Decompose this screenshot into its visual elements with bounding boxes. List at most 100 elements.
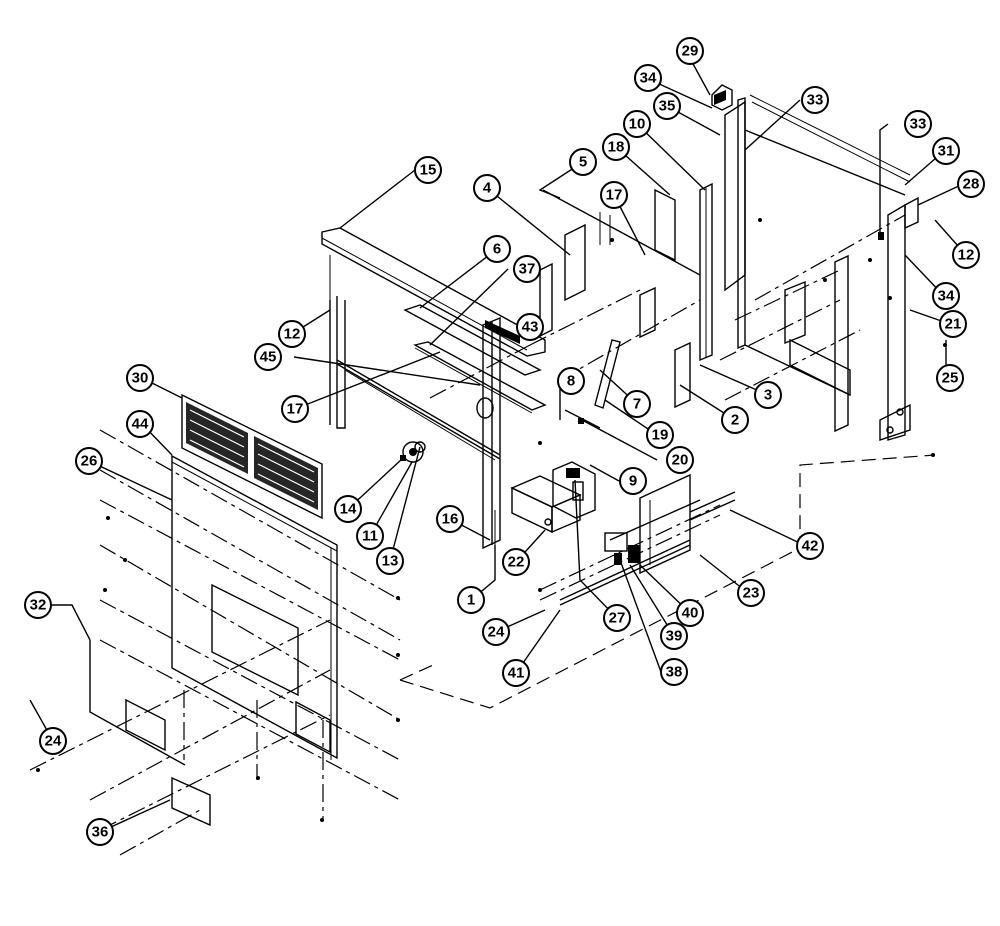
- callout-label: 35: [659, 98, 676, 115]
- callout-label: 22: [508, 554, 525, 571]
- callout-label: 34: [938, 288, 955, 305]
- callout-label: 24: [488, 624, 505, 641]
- callout-41: 41: [502, 659, 530, 687]
- callout-4: 4: [473, 174, 501, 202]
- cabinet-back-and-side: [724, 94, 911, 441]
- callout-13: 13: [376, 547, 404, 575]
- callout-1: 1: [457, 586, 485, 614]
- callout-label: 27: [609, 610, 626, 627]
- callout-label: 7: [633, 396, 641, 413]
- callout-label: 21: [945, 316, 962, 333]
- callout-label: 36: [92, 824, 109, 841]
- fastener-dots: [36, 218, 947, 822]
- callout-43: 43: [516, 313, 544, 341]
- callout-34-right: 34: [932, 282, 960, 310]
- top-brackets: [711, 84, 919, 240]
- callout-30: 30: [126, 364, 154, 392]
- callout-label: 10: [629, 116, 646, 133]
- callout-8: 8: [557, 367, 585, 395]
- callout-label: 11: [362, 528, 378, 545]
- callout-26: 26: [75, 447, 103, 475]
- callout-label: 4: [483, 180, 492, 197]
- callout-label: 26: [81, 453, 98, 470]
- callout-label: 32: [30, 597, 47, 614]
- callout-label: 16: [442, 511, 459, 528]
- callout-28: 28: [957, 170, 985, 198]
- callout-17-left: 17: [281, 395, 309, 423]
- callout-label: 40: [682, 605, 699, 622]
- callout-24-left: 24: [39, 727, 67, 755]
- callout-42: 42: [796, 532, 824, 560]
- callout-22: 22: [502, 548, 530, 576]
- callout-label: 3: [764, 387, 772, 404]
- callout-label: 42: [802, 538, 819, 555]
- callout-label: 12: [958, 247, 975, 264]
- callout-25: 25: [936, 364, 964, 392]
- callout-label: 37: [519, 261, 536, 278]
- callout-5: 5: [569, 148, 597, 176]
- relay-block: [552, 461, 596, 519]
- lower-kick-panel: [89, 640, 331, 827]
- callout-33-top: 33: [801, 86, 829, 114]
- callout-label: 39: [666, 628, 683, 645]
- callout-label: 6: [493, 241, 501, 258]
- callout-12-right: 12: [952, 241, 980, 269]
- control-box: [510, 475, 582, 534]
- callout-label: 31: [938, 143, 955, 160]
- callout-14: 14: [334, 495, 362, 523]
- diagonal-brace: [564, 339, 621, 429]
- assembly-guide-lines: [29, 214, 936, 856]
- callout-label: 17: [606, 187, 623, 204]
- center-post: [476, 316, 520, 550]
- callout-label: 19: [652, 427, 669, 444]
- callout-label: 13: [382, 553, 399, 570]
- callout-label: 17: [287, 401, 304, 418]
- callout-label: 14: [340, 501, 357, 518]
- callout-38: 38: [660, 658, 688, 686]
- lamp-socket: [400, 441, 426, 463]
- callout-label: 30: [132, 370, 149, 387]
- callout-18: 18: [602, 133, 630, 161]
- callout-39: 39: [660, 622, 688, 650]
- callout-label: 43: [522, 319, 539, 336]
- callout-6: 6: [483, 235, 511, 263]
- callout-label: 1: [467, 592, 475, 609]
- callout-label: 8: [567, 373, 575, 390]
- callout-label: 2: [731, 412, 739, 429]
- callout-label: 38: [666, 664, 683, 681]
- callout-label: 5: [579, 154, 587, 171]
- callout-9: 9: [619, 467, 647, 495]
- callout-35: 35: [653, 92, 681, 120]
- callout-12-left: 12: [278, 320, 306, 348]
- callout-label: 15: [420, 162, 437, 179]
- callout-16: 16: [436, 505, 464, 533]
- callout-bubbles: 1 2 3 4 5 6 7 8 9 10 11 12 12 13 14 15 1…: [24, 37, 985, 846]
- callout-3: 3: [754, 381, 782, 409]
- callout-2: 2: [721, 406, 749, 434]
- callout-44: 44: [126, 410, 154, 438]
- callout-15: 15: [414, 156, 442, 184]
- callout-31: 31: [932, 137, 960, 165]
- callout-label: 24: [45, 733, 62, 750]
- callout-23: 23: [737, 579, 765, 607]
- callout-label: 33: [807, 92, 824, 109]
- callout-7: 7: [623, 390, 651, 418]
- callout-37: 37: [513, 255, 541, 283]
- top-frame-rail: [321, 227, 547, 461]
- callout-label: 41: [508, 665, 525, 682]
- callout-label: 25: [942, 370, 959, 387]
- rear-frame-assembly: [539, 182, 713, 409]
- callout-label: 23: [743, 585, 760, 602]
- callout-45: 45: [254, 343, 282, 371]
- callout-label: 29: [682, 43, 699, 60]
- callout-label: 9: [629, 473, 637, 490]
- callout-36: 36: [86, 818, 114, 846]
- callout-11: 11: [356, 522, 384, 550]
- callout-label: 44: [132, 416, 149, 433]
- callout-20: 20: [666, 446, 694, 474]
- callout-label: 20: [672, 452, 689, 469]
- front-door-panel: [171, 454, 338, 760]
- callout-label: 45: [260, 349, 277, 366]
- callout-24-center: 24: [482, 618, 510, 646]
